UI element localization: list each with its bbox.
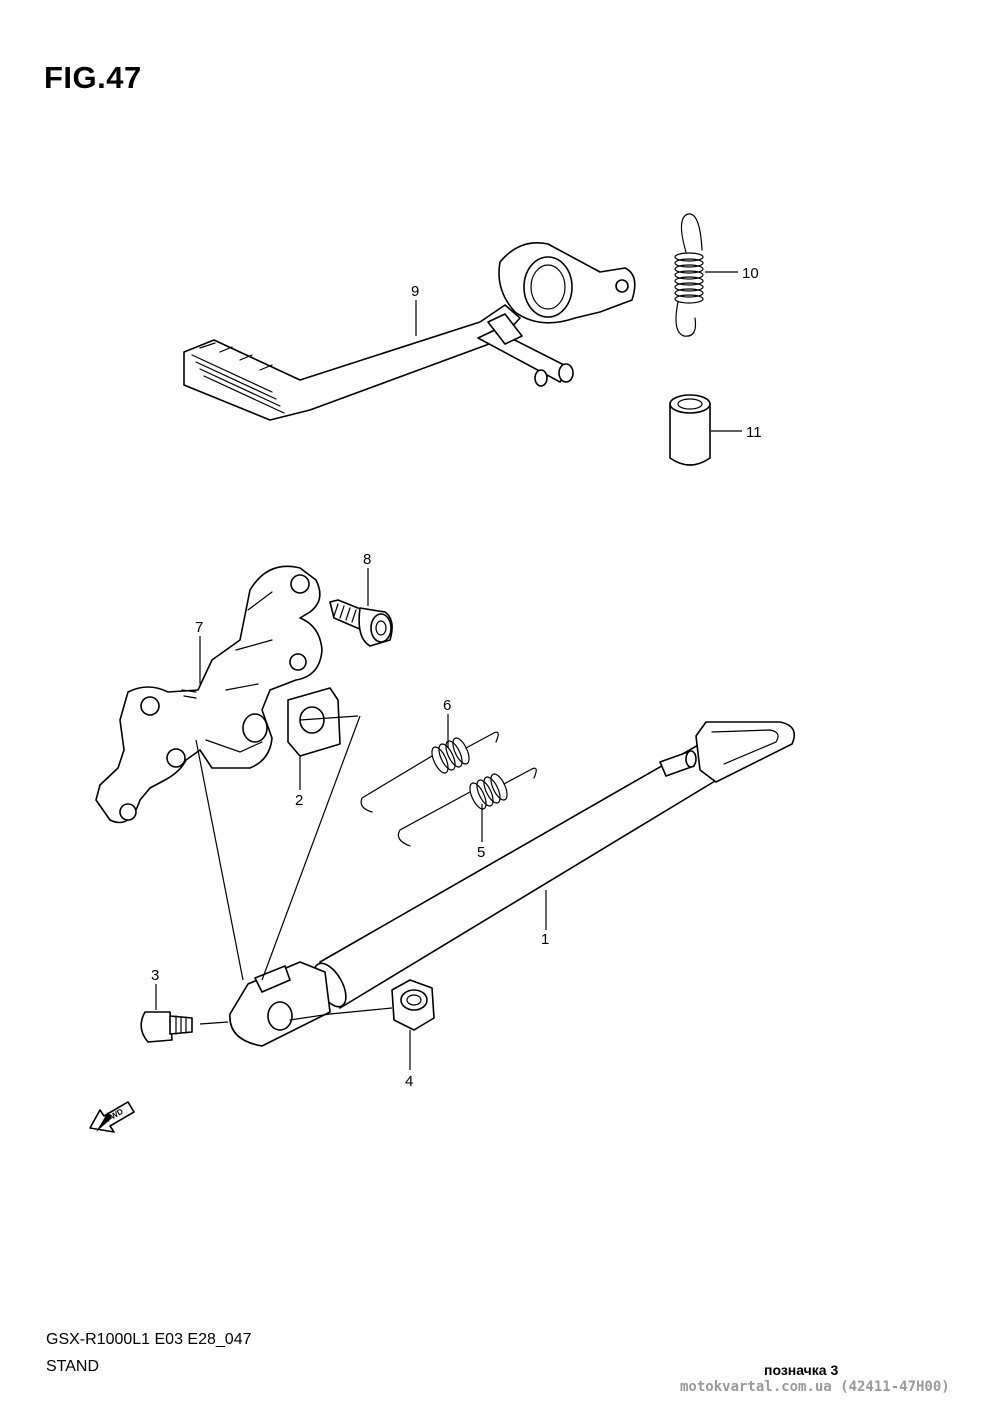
- section-name: STAND: [46, 1358, 100, 1375]
- callout-10: 10: [742, 265, 759, 282]
- part-5-spring[interactable]: [397, 767, 537, 847]
- part-10-spring[interactable]: [674, 213, 704, 337]
- callout-1: 1: [541, 931, 549, 948]
- callout-9: 9: [411, 283, 419, 300]
- leader-lines: [155, 271, 742, 1070]
- site-reference: motokvartal.com.ua (42411-47H00): [680, 1379, 950, 1395]
- callout-3: 3: [151, 967, 159, 984]
- callout-2: 2: [295, 792, 303, 809]
- fwd-arrow-icon: FWD: [89, 1101, 135, 1133]
- mark-label: позначка 3: [764, 1362, 839, 1378]
- callout-11: 11: [746, 424, 762, 441]
- part-1-stand-leg[interactable]: [229, 721, 796, 1047]
- callout-6: 6: [443, 697, 451, 714]
- callout-4: 4: [405, 1073, 413, 1090]
- part-9-pedal[interactable]: [183, 242, 636, 421]
- part-8-bolt[interactable]: [329, 599, 393, 647]
- part-3-bolt[interactable]: [140, 1011, 193, 1043]
- part-4-nut[interactable]: [391, 979, 435, 1031]
- part-7-bracket[interactable]: [95, 565, 323, 824]
- callout-5: 5: [477, 844, 485, 861]
- callout-8: 8: [363, 551, 371, 568]
- part-11-spacer[interactable]: [669, 394, 711, 466]
- assembly-guide-lines: [195, 715, 393, 1025]
- callout-7: 7: [195, 619, 203, 636]
- figure-title: FIG.47: [44, 60, 142, 95]
- part-6-spring[interactable]: [360, 731, 499, 813]
- part-2-plate[interactable]: [287, 687, 341, 757]
- model-code: GSX-R1000L1 E03 E28_047: [46, 1331, 252, 1348]
- callout-labels: 9 10 11 8 7 2 6 5 1 3 4: [151, 265, 762, 1090]
